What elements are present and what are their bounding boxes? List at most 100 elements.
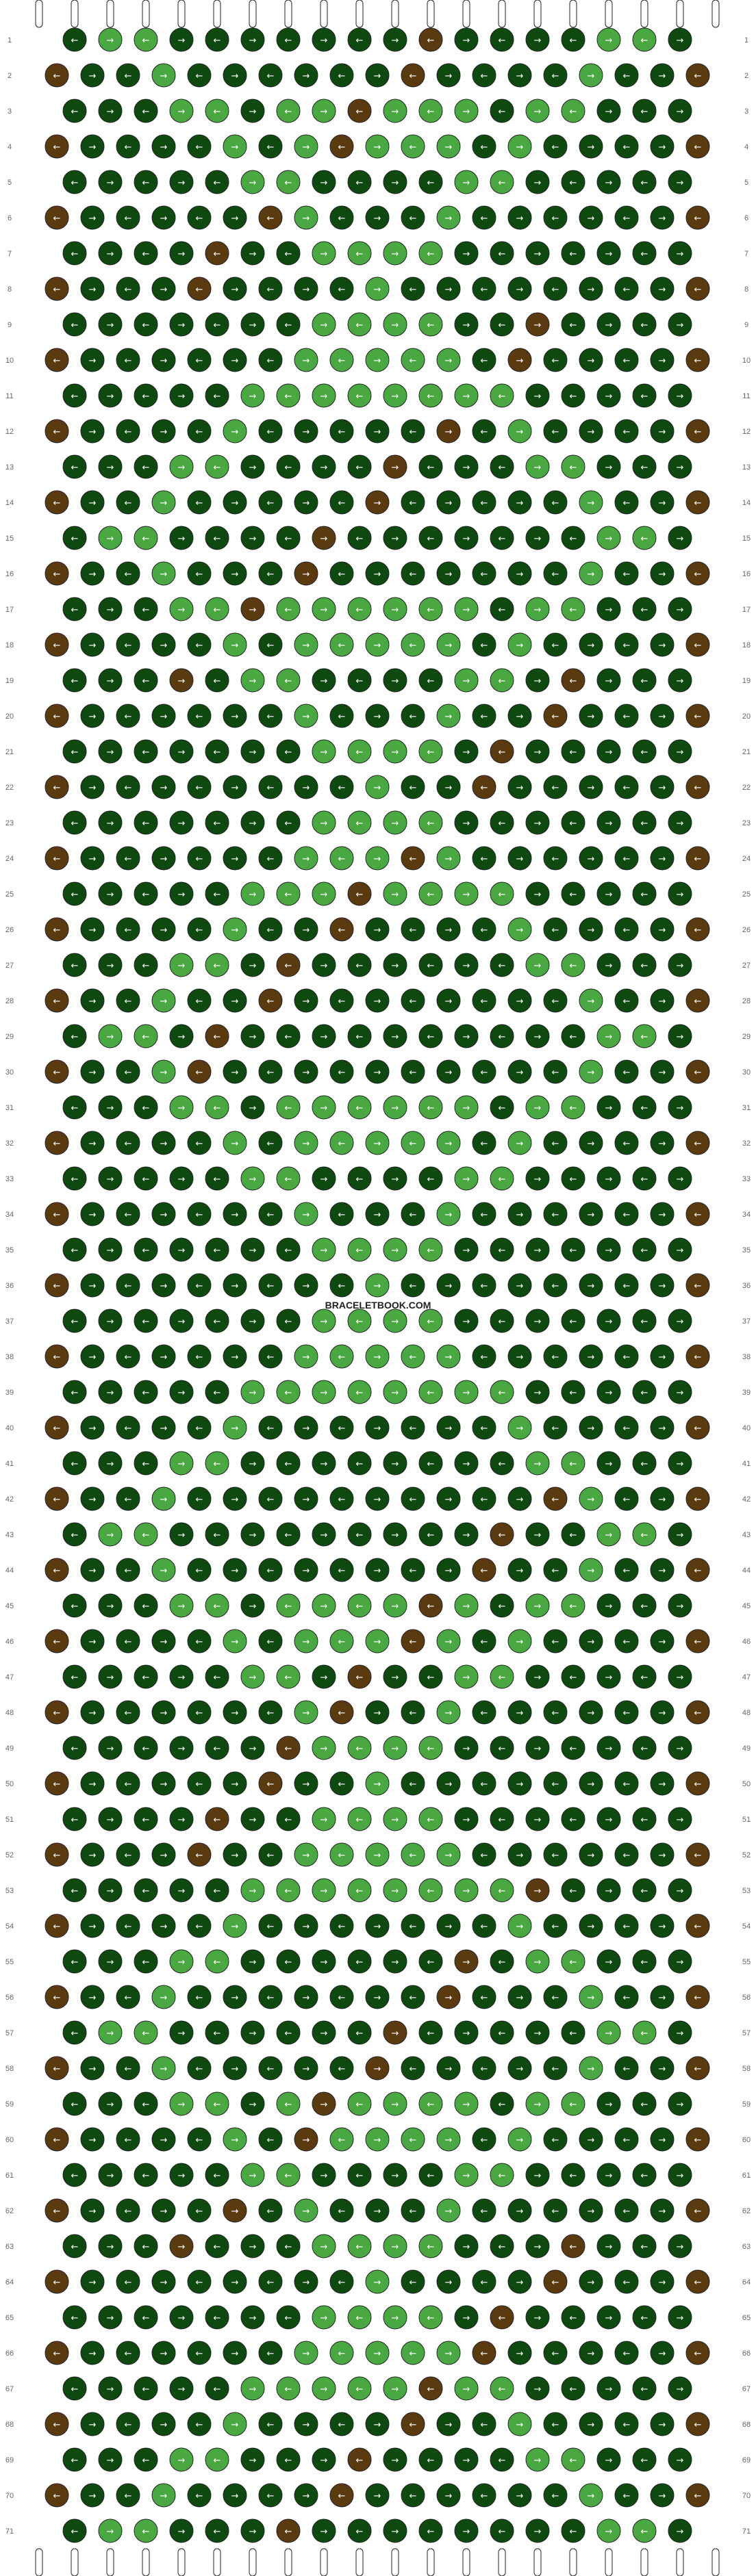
knot-arrow: → (605, 1886, 613, 1896)
knot-arrow: → (303, 285, 310, 295)
knot: ← (685, 63, 710, 88)
knot-arrow: ← (552, 2135, 559, 2146)
knot-arrow: ← (267, 925, 275, 936)
knot: ← (347, 1309, 372, 1333)
row-number-left: 14 (5, 499, 14, 507)
row-number-left: 61 (5, 2172, 14, 2180)
knot-arrow: → (374, 1495, 381, 1505)
knot: → (668, 2305, 692, 2330)
knot-arrow: ← (338, 2064, 346, 2074)
knot-arrow: → (392, 747, 399, 758)
knot-arrow: ← (214, 1530, 221, 1541)
knot: → (80, 348, 105, 372)
knot: ← (632, 2376, 657, 2401)
knot-arrow: → (677, 2527, 684, 2537)
knot-arrow: → (231, 2491, 239, 2501)
knot-arrow: → (249, 1957, 257, 1968)
knot: → (596, 1024, 621, 1048)
knot: → (579, 1771, 603, 1796)
knot-arrow: ← (570, 2527, 577, 2537)
row-number-right: 10 (742, 357, 751, 365)
knot-arrow: ← (356, 676, 364, 686)
knot-arrow: ← (552, 1495, 559, 1505)
knot: → (579, 1558, 603, 1582)
knot: ← (62, 1593, 87, 1618)
knot-arrow: → (178, 534, 186, 544)
knot: ← (561, 1664, 585, 1689)
knot: → (312, 953, 336, 977)
knot-arrow: → (445, 2349, 453, 2359)
knot-arrow: ← (499, 605, 506, 615)
knot-arrow: → (677, 1174, 684, 1185)
knot: ← (685, 2269, 710, 2294)
knot-arrow: → (231, 214, 239, 224)
knot-arrow: → (303, 1281, 310, 1291)
row-number-left: 31 (5, 1104, 14, 1112)
knot-arrow: → (445, 214, 453, 224)
knot-arrow: → (249, 320, 257, 331)
knot: ← (116, 1344, 140, 1369)
knot-arrow: → (231, 1566, 239, 1576)
knot: → (668, 1451, 692, 1476)
knot-arrow: → (107, 2527, 114, 2537)
knot: ← (276, 1380, 301, 1404)
knot: ← (685, 419, 710, 443)
knot-arrow: → (605, 961, 613, 971)
knot-arrow: ← (214, 2171, 221, 2181)
knot: ← (632, 1237, 657, 1262)
knot-arrow: ← (196, 1637, 203, 1647)
knot-arrow: ← (552, 2064, 559, 2074)
knot: → (312, 1522, 336, 1547)
knot: → (151, 1558, 176, 1582)
knot: ← (62, 526, 87, 550)
row-number-left: 5 (8, 179, 12, 187)
knot: → (80, 490, 105, 515)
knot-arrow: ← (356, 747, 364, 758)
knot: ← (276, 810, 301, 835)
knot: → (365, 1558, 390, 1582)
knot: → (668, 526, 692, 550)
knot: → (507, 1202, 532, 1226)
row-number-right: 66 (742, 2349, 751, 2358)
row-number-right: 36 (742, 1282, 751, 1290)
knot-arrow: → (231, 2135, 239, 2146)
knot-arrow: ← (552, 1637, 559, 1647)
knot-arrow: ← (356, 605, 364, 615)
knot-arrow: ← (623, 2349, 631, 2359)
knot-arrow: → (605, 391, 613, 402)
row-number-right: 29 (742, 1033, 751, 1041)
knot-arrow: ← (410, 2064, 417, 2074)
knot: → (312, 1593, 336, 1618)
knot: ← (490, 953, 514, 977)
knot: → (596, 881, 621, 906)
knot: ← (614, 1059, 639, 1084)
knot: ← (205, 1878, 229, 1903)
knot: ← (276, 1807, 301, 1831)
knot-arrow: → (160, 1139, 168, 1149)
knot: ← (401, 1202, 425, 1226)
knot-arrow: → (107, 1744, 114, 1754)
knot: → (312, 383, 336, 408)
knot-arrow: ← (285, 819, 292, 829)
knot-arrow: → (534, 2456, 542, 2466)
knot: → (668, 1237, 692, 1262)
knot: ← (205, 739, 229, 764)
knot: ← (116, 1700, 140, 1725)
knot: → (294, 846, 318, 871)
knot: → (294, 1558, 318, 1582)
knot-arrow: → (463, 676, 470, 686)
knot: ← (45, 1985, 69, 2009)
string-top (711, 0, 720, 28)
knot: ← (401, 2127, 425, 2152)
knot: ← (187, 205, 212, 230)
row-number-right: 5 (744, 179, 748, 187)
knot-arrow: ← (142, 1815, 150, 1825)
knot-arrow: → (107, 1032, 114, 1042)
knot: ← (632, 1095, 657, 1120)
knot-arrow: → (677, 747, 684, 758)
row-number-right: 42 (742, 1495, 751, 1504)
knot-arrow: → (534, 2313, 542, 2323)
knot-arrow: → (588, 427, 595, 437)
knot-arrow: ← (53, 1779, 61, 1790)
knot-arrow: ← (641, 1815, 648, 1825)
